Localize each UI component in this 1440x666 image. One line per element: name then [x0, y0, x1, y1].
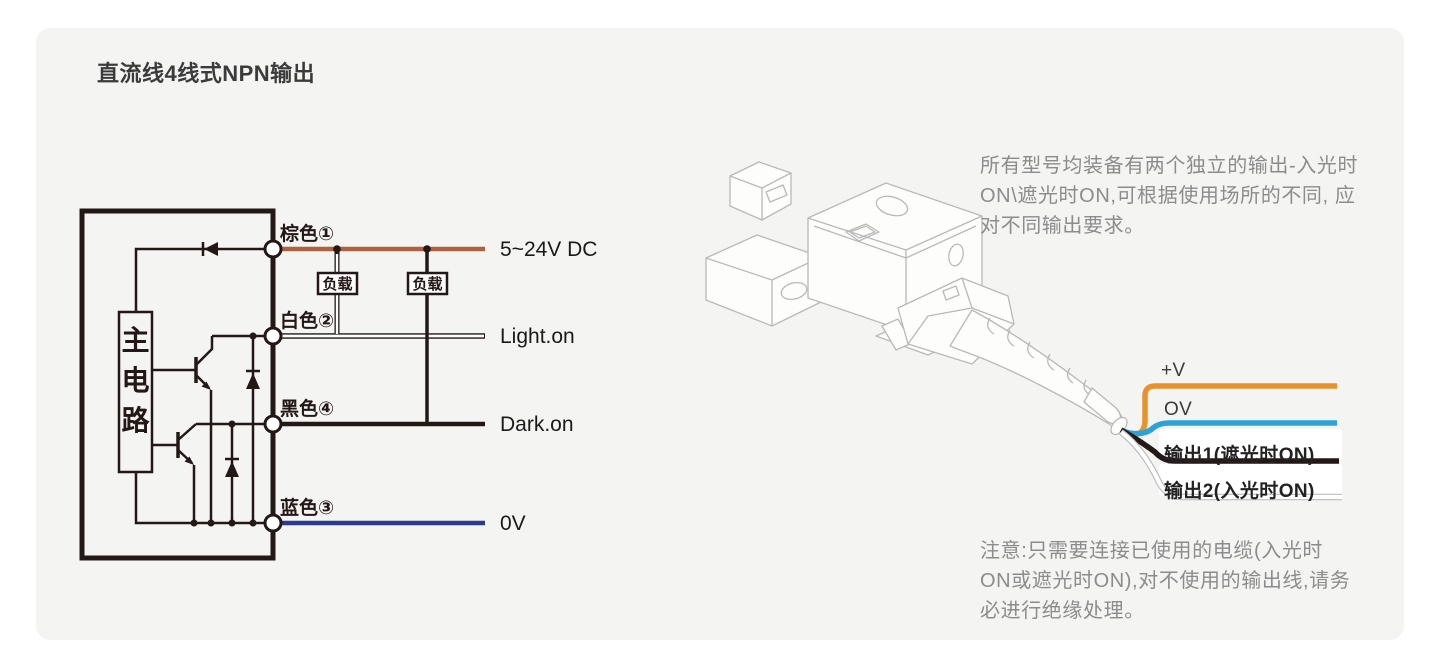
internal-wiring [134, 247, 273, 525]
emitter-arrows [184, 381, 211, 465]
output1-wire [1119, 427, 1339, 464]
terminals [263, 239, 283, 533]
note-line-1: 注意:只需要连接已使用的电缆(入光时 [980, 540, 1324, 562]
label-plate-output1 [1159, 429, 1342, 460]
label-plate-output2 [1159, 464, 1342, 496]
signal-darkon: Dark.on [500, 413, 574, 436]
page-title: 直流线4线式NPN输出 [97, 61, 316, 86]
pin-name-brown: 棕色① [280, 222, 334, 245]
pin-name-black: 黑色④ [280, 397, 334, 420]
main-circuit-box [117, 310, 154, 474]
sensor-outline-box [79, 208, 276, 561]
output2-wire-core [1119, 430, 1342, 500]
description-text: 所有型号均装备有两个独立的输出-入光时 ON\遮光时ON,可根据使用场所的不同,… [980, 151, 1410, 241]
brown-junction-dot-2 [423, 245, 431, 253]
ov-wire [1119, 420, 1337, 437]
pin-name-white: 白色② [280, 309, 334, 332]
description-line-1: 所有型号均装备有两个独立的输出-入光时 [980, 155, 1359, 177]
load-label-1: 负载 [322, 275, 352, 293]
npn-circuit-diagram: 主电路 [79, 208, 597, 561]
junction-dots [190, 332, 257, 527]
plus-v-label: +V [1161, 360, 1186, 381]
transistor-bars [176, 357, 198, 458]
signal-lighton: Light.on [500, 325, 575, 348]
signal-0v: 0V [500, 512, 526, 535]
load-boxes: 负载 负载 [316, 271, 449, 296]
main-circuit-label: 主电路 [121, 325, 150, 436]
note-line-3: 必进行绝缘处理。 [980, 600, 1145, 622]
note-line-2: ON或遮光时ON),对不使用的输出线,请务 [980, 570, 1351, 592]
pin-name-blue: 蓝色③ [280, 496, 334, 519]
ov-label: OV [1164, 399, 1193, 420]
signal-power: 5~24V DC [500, 238, 597, 261]
caution-note: 注意:只需要连接已使用的电缆(入光时 ON或遮光时ON),对不使用的输出线,请务… [980, 536, 1410, 626]
description-line-2: ON\遮光时ON,可根据使用场所的不同, 应 [980, 185, 1356, 207]
load-label-2: 负载 [412, 275, 442, 293]
diodes [201, 242, 260, 477]
description-line-3: 对不同输出要求。 [980, 215, 1145, 237]
output2-label: 输出2(入光时ON) [1164, 481, 1315, 502]
output1-label: 输出1(遮光时ON) [1164, 445, 1315, 466]
brown-junction-dot-1 [333, 245, 341, 253]
sensor-illustration [705, 161, 1124, 429]
cable-wire-fan [1110, 383, 1342, 501]
